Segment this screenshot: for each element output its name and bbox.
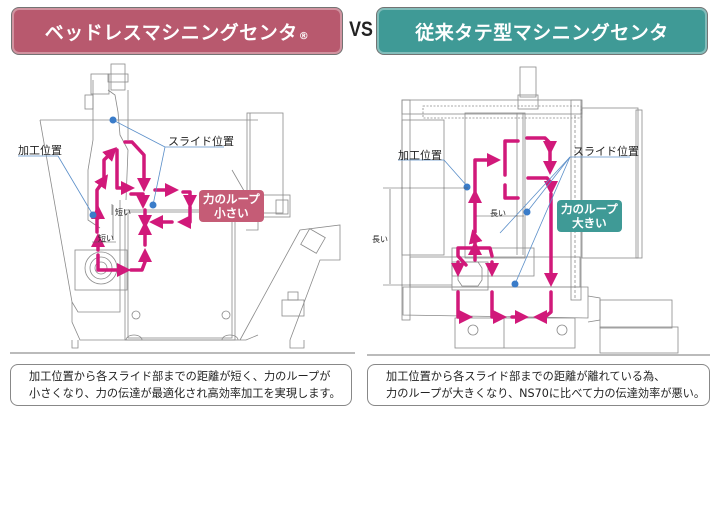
conventional-machine-outline bbox=[401, 66, 679, 354]
description-line: 加工位置から各スライド部までの距離が短く、力のループが bbox=[29, 370, 331, 383]
bedless-description-box: 加工位置から各スライド部までの距離が短く、力のループが 小さくなり、力の伝達が最… bbox=[10, 364, 352, 406]
left-slide-position-dot bbox=[149, 201, 157, 209]
conventional-vmc-title: 従来タテ型マシニングセンタ bbox=[415, 21, 669, 44]
left-slide-position-dot bbox=[109, 116, 117, 124]
vs-label: VS bbox=[349, 18, 373, 41]
right-long-vertical-label: 長い bbox=[372, 235, 388, 244]
conventional-vmc-title-banner: 従来タテ型マシニングセンタ bbox=[377, 8, 707, 54]
bedless-mc-title: ベッドレスマシニングセンタ bbox=[44, 21, 298, 44]
right-force-loop-arrows bbox=[451, 136, 558, 324]
right-slide-position-label: スライド位置 bbox=[573, 145, 639, 158]
bedless-mc-title-banner: ベッドレスマシニングセンタ® bbox=[12, 8, 342, 54]
right-leader-lines bbox=[398, 156, 630, 285]
loop-badge-line: 力のループ bbox=[561, 202, 618, 216]
left-force-loop-arrows bbox=[91, 140, 197, 277]
left-machining-position-dot bbox=[89, 211, 97, 219]
right-long-horizontal-label: 長い bbox=[490, 209, 506, 218]
description-line: 小さくなり、力の伝達が最適化され高効率加工を実現します。 bbox=[29, 387, 341, 400]
right-slide-position-dot bbox=[523, 208, 531, 216]
small-force-loop-badge: 力のループ 小さい bbox=[199, 190, 264, 222]
left-short-vertical-label: 短い bbox=[115, 208, 131, 217]
left-dimension-lines bbox=[92, 204, 116, 243]
right-machining-position-label: 加工位置 bbox=[398, 149, 442, 162]
left-slide-position-label: スライド位置 bbox=[168, 135, 234, 148]
large-force-loop-badge: 力のループ 大きい bbox=[557, 200, 622, 232]
loop-badge-line: 小さい bbox=[214, 206, 249, 220]
left-short-horizontal-label: 短い bbox=[98, 234, 114, 243]
left-leader-lines bbox=[18, 119, 224, 216]
description-line: 加工位置から各スライド部までの距離が離れている為、 bbox=[386, 370, 666, 383]
left-machining-position-label: 加工位置 bbox=[18, 144, 62, 157]
loop-badge-line: 大きい bbox=[572, 216, 607, 230]
description-line: 力のループが大きくなり、NS70に比べて力の伝達効率が悪い。 bbox=[386, 387, 706, 400]
conventional-description-box: 加工位置から各スライド部までの距離が離れている為、 力のループが大きくなり、NS… bbox=[367, 364, 710, 406]
loop-badge-line: 力のループ bbox=[203, 192, 260, 206]
right-slide-position-dot bbox=[511, 280, 519, 288]
right-machining-position-dot bbox=[463, 183, 471, 191]
right-dimension-lines bbox=[383, 187, 524, 286]
registered-mark: ® bbox=[298, 31, 310, 42]
